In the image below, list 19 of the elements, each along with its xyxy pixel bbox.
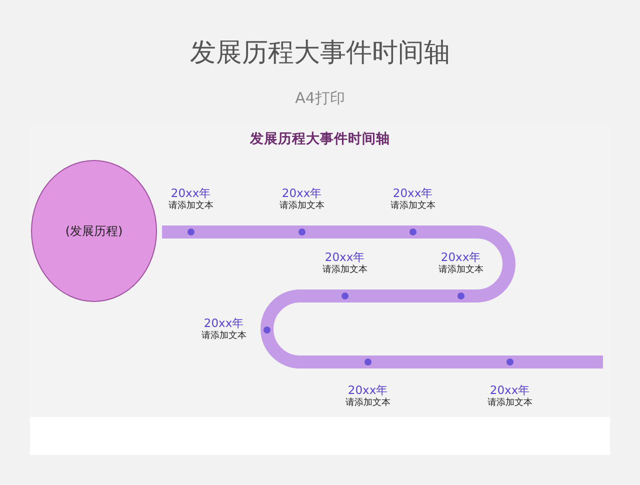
year-label: 20xx年 (440, 250, 482, 264)
event-text: 请添加文本 (278, 200, 326, 212)
event-text: 请添加文本 (344, 397, 392, 409)
event-text: 请添加文本 (322, 264, 368, 276)
event-text: 请添加文本 (438, 264, 484, 276)
year-label: 20xx年 (280, 186, 324, 200)
year-label: 20xx年 (392, 186, 434, 200)
event-text: 请添加文本 (486, 397, 534, 409)
chart-title: 发展历程大事件时间轴 (248, 130, 391, 148)
event-text: 请添加文本 (168, 200, 214, 212)
event-text: 请添加文本 (390, 200, 436, 212)
year-label: 20xx年 (488, 383, 532, 397)
year-label: 20xx年 (202, 316, 246, 330)
year-label: 20xx年 (170, 186, 212, 200)
page-title: 发展历程大事件时间轴 (189, 37, 451, 70)
event-text: 请添加文本 (200, 330, 248, 342)
subtitle: A4打印 (294, 88, 346, 108)
year-label: 20xx年 (346, 383, 390, 397)
year-label: 20xx年 (324, 250, 366, 264)
